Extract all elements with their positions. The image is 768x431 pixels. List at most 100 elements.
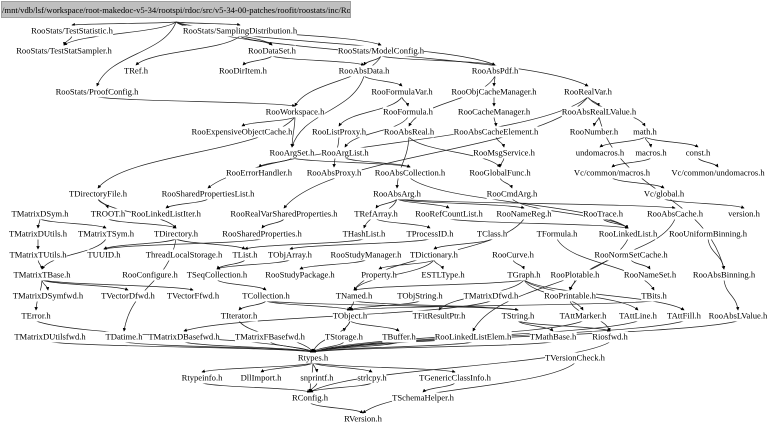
node-tmatrixdutilsfwd-h[interactable]: TMatrixDUtilsfwd.h [14, 331, 86, 343]
node-tbits-h[interactable]: TBits.h [641, 290, 667, 302]
node-tstring-h[interactable]: TString.h [501, 310, 535, 322]
root-file-node[interactable]: /mnt/vdb/lsf/workspace/root-makedoc-v5-3… [1, 1, 351, 18]
node-rooworkspace-h[interactable]: RooWorkspace.h [265, 106, 325, 118]
node-roolistproxy-h[interactable]: RooListProxy.h [311, 126, 367, 138]
node-terror-h[interactable]: TError.h [21, 310, 51, 322]
node-tuuid-h[interactable]: TUUID.h [87, 249, 121, 261]
node-threadlocalstorage-h[interactable]: ThreadLocalStorage.h [145, 249, 223, 261]
node-tattline-h[interactable]: TAttLine.h [619, 310, 657, 322]
node-trefarray-h[interactable]: TRefArray.h [354, 208, 398, 220]
node-rooabspdf-h[interactable]: RooAbsPdf.h [471, 65, 519, 77]
node-rooabsreal-h[interactable]: RooAbsReal.h [383, 126, 435, 138]
node-version-h[interactable]: version.h [728, 208, 760, 220]
node-roonumber-h[interactable]: RooNumber.h [569, 126, 619, 138]
node-tcollection-h[interactable]: TCollection.h [242, 290, 290, 302]
node-rooconfigure-h[interactable]: RooConfigure.h [122, 269, 178, 281]
node-tbuffer-h[interactable]: TBuffer.h [382, 331, 416, 343]
node-roostats-modelconfig-h[interactable]: RooStats/ModelConfig.h [337, 45, 425, 57]
node-rtypeinfo-h[interactable]: Rtypeinfo.h [181, 372, 223, 384]
node-tdatime-h[interactable]: TDatime.h [105, 331, 143, 343]
node-tvectorffwd-h[interactable]: TVectorFfwd.h [166, 290, 220, 302]
node-rooabsarg-h[interactable]: RooAbsArg.h [373, 188, 421, 200]
node-tobject-h[interactable]: TObject.h [332, 310, 368, 322]
node-dllimport-h[interactable]: DllImport.h [240, 372, 282, 384]
node-rooprintable-h[interactable]: RooPrintable.h [544, 290, 596, 302]
node-tformula-h[interactable]: TFormula.h [536, 228, 578, 240]
node-roostats-teststatistic-h[interactable]: RooStats/TestStatistic.h [31, 25, 113, 37]
node-tdirectoryfile-h[interactable]: TDirectoryFile.h [69, 188, 127, 200]
node-roostudymanager-h[interactable]: RooStudyManager.h [330, 249, 402, 261]
node-tattfill-h[interactable]: TAttFill.h [667, 310, 701, 322]
node-roostudypackage-h[interactable]: RooStudyPackage.h [265, 269, 335, 281]
node-macros-h[interactable]: macros.h [635, 147, 667, 159]
node-roosharedproperties-h[interactable]: RooSharedProperties.h [222, 228, 302, 240]
node-rooabscacheelement-h[interactable]: RooAbsCacheElement.h [453, 126, 539, 138]
node-tmatrixdutils-h[interactable]: TMatrixDUtils.h [8, 228, 68, 240]
node-roorealvarsharedproperties-h[interactable]: RooRealVarSharedProperties.h [230, 208, 338, 220]
node-estltype-h[interactable]: ESTLType.h [421, 269, 465, 281]
node-roomsgservice-h[interactable]: RooMsgService.h [473, 147, 535, 159]
node-strlcpy-h[interactable]: strlcpy.h [357, 372, 387, 384]
node-vc-common-macros-h[interactable]: Vc/common/macros.h [573, 167, 651, 179]
node-tobjstring-h[interactable]: TObjString.h [397, 290, 443, 302]
node-roorealvar-h[interactable]: RooRealVar.h [564, 86, 612, 98]
node-tstorage-h[interactable]: TStorage.h [325, 331, 363, 343]
node-rooerrorhandler-h[interactable]: RooErrorHandler.h [225, 167, 293, 179]
node-tclass-h[interactable]: TClass.h [476, 228, 508, 240]
node-rversion-h[interactable]: RVersion.h [344, 413, 382, 425]
node-tvectordfwd-h[interactable]: TVectorDfwd.h [101, 290, 155, 302]
node-rooargset-h[interactable]: RooArgSet.h [269, 147, 315, 159]
node-snprintf-h[interactable]: snprintf.h [300, 372, 334, 384]
node-roocurve-h[interactable]: RooCurve.h [492, 249, 534, 261]
node-tprocessid-h[interactable]: TProcessID.h [406, 228, 454, 240]
node-rooabsproxy-h[interactable]: RooAbsProxy.h [306, 167, 362, 179]
node-roostats-proofconfig-h[interactable]: RooStats/ProofConfig.h [55, 86, 139, 98]
node-tref-h[interactable]: TRef.h [123, 65, 149, 77]
node-rooabscache-h[interactable]: RooAbsCache.h [646, 208, 704, 220]
node-rooarglist-h[interactable]: RooArgList.h [321, 147, 369, 159]
node-undomacros-h[interactable]: undomacros.h [575, 147, 625, 159]
node-riosfwd-h[interactable]: Riosfwd.h [592, 331, 628, 343]
node-tgenericclassinfo-h[interactable]: TGenericClassInfo.h [419, 372, 491, 384]
node-titerator-h[interactable]: TIterator.h [220, 310, 258, 322]
node-roostats-samplingdistribution-h[interactable]: RooStats/SamplingDistribution.h [182, 25, 298, 37]
node-tmatrixdbasefwd-h[interactable]: TMatrixDBasefwd.h [148, 331, 220, 343]
node-math-h[interactable]: math.h [633, 126, 657, 138]
node-vc-global-h[interactable]: Vc/global.h [643, 188, 685, 200]
node-roolinkedlistiter-h[interactable]: RooLinkedListIter.h [131, 208, 201, 220]
node-roonamereg-h[interactable]: RooNameReg.h [496, 208, 552, 220]
node-rconfig-h[interactable]: RConfig.h [291, 392, 329, 404]
node-const-h[interactable]: const.h [685, 147, 711, 159]
node-thashlist-h[interactable]: THashList.h [342, 228, 386, 240]
node-tmatrixtbase-h[interactable]: TMatrixTBase.h [13, 269, 71, 281]
node-tgraph-h[interactable]: TGraph.h [507, 269, 541, 281]
node-tseqcollection-h[interactable]: TSeqCollection.h [186, 269, 248, 281]
node-roonameset-h[interactable]: RooNameSet.h [623, 269, 677, 281]
node-rooabsbinning-h[interactable]: RooAbsBinning.h [692, 269, 756, 281]
node-vc-common-undomacros-h[interactable]: Vc/common/undomacros.h [671, 167, 765, 179]
node-troot-h[interactable]: TROOT.h [90, 208, 126, 220]
node-tattmarker-h[interactable]: TAttMarker.h [559, 310, 607, 322]
node-rooformulavar-h[interactable]: RooFormulaVar.h [371, 86, 433, 98]
node-rooglobalfunc-h[interactable]: RooGlobalFunc.h [469, 167, 531, 179]
node-tfitresultptr-h[interactable]: TFitResultPtr.h [412, 310, 466, 322]
node-rootrace-h[interactable]: RooTrace.h [582, 208, 624, 220]
node-tmatrixfbasefwd-h[interactable]: TMatrixFBasefwd.h [235, 331, 305, 343]
node-property-h[interactable]: Property.h [361, 269, 397, 281]
node-roorefcountlist-h[interactable]: RooRefCountList.h [415, 208, 483, 220]
node-tlist-h[interactable]: TList.h [232, 249, 258, 261]
node-tversioncheck-h[interactable]: TVersionCheck.h [545, 352, 605, 364]
node-rtypes-h[interactable]: Rtypes.h [297, 352, 329, 364]
node-roodataset-h[interactable]: RooDataSet.h [248, 45, 296, 57]
node-roocachemanager-h[interactable]: RooCacheManager.h [457, 106, 531, 118]
node-rooformula-h[interactable]: RooFormula.h [383, 106, 433, 118]
node-tmathbase-h[interactable]: TMathBase.h [529, 331, 577, 343]
node-rooplotable-h[interactable]: RooPlotable.h [550, 269, 600, 281]
node-roostats-teststatsampler-h[interactable]: RooStats/TestStatSampler.h [16, 45, 112, 57]
node-roocmdarg-h[interactable]: RooCmdArg.h [486, 188, 538, 200]
node-rooexpensiveobjectcache-h[interactable]: RooExpensiveObjectCache.h [191, 126, 293, 138]
node-rooabscollection-h[interactable]: RooAbsCollection.h [374, 167, 446, 179]
node-tdirectory-h[interactable]: TDirectory.h [153, 228, 199, 240]
node-roolinkedlist-h[interactable]: RooLinkedList.h [598, 228, 658, 240]
node-tschemahelper-h[interactable]: TSchemaHelper.h [392, 392, 454, 404]
